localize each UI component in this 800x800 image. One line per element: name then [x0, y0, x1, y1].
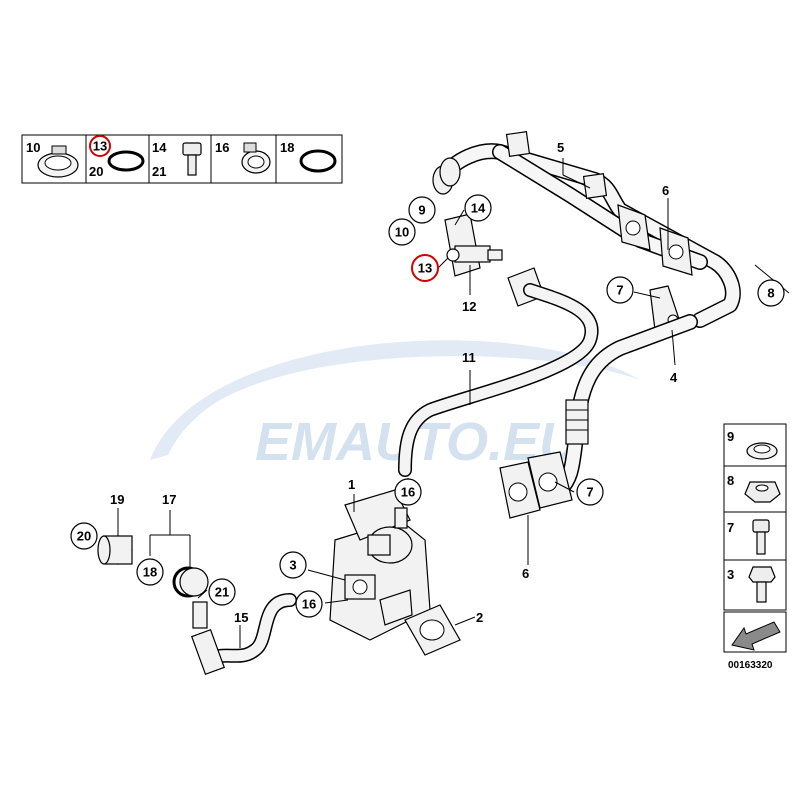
pipe-bracket [505, 131, 531, 157]
callout-6-upper: 6 [662, 183, 669, 198]
gasket-upper [617, 204, 651, 251]
fitting-18-21 [172, 566, 209, 598]
callout-5: 5 [557, 140, 564, 155]
callout-circle-10 [388, 218, 416, 246]
callout-7-lower: 7 [586, 485, 593, 500]
callouts: 5 6 8 7 4 9 14 10 13 12 11 7 6 1 16 3 16… [70, 140, 785, 625]
gasket-upper-2 [659, 227, 693, 276]
callout-circle-16-upper [394, 478, 422, 506]
hose-11 [398, 283, 599, 477]
callout-circle-3 [279, 551, 307, 579]
callout-1: 1 [348, 477, 355, 492]
fitting-19-20 [97, 535, 133, 565]
socket-screw-icon [752, 519, 770, 555]
hose-15 [190, 593, 297, 675]
side-legend-label-3: 3 [727, 567, 734, 582]
callout-circle-21 [208, 578, 236, 606]
clamp-band-icon [37, 145, 79, 178]
side-legend-label-8: 8 [727, 473, 734, 488]
callout-16-lower: 16 [302, 597, 316, 612]
egr-valve [329, 489, 431, 641]
callout-circle-18 [136, 558, 164, 586]
legend-label-14: 14 [152, 140, 167, 155]
callout-17: 17 [162, 492, 176, 507]
leader-lines [117, 158, 790, 648]
egr-pipe-lower [499, 314, 698, 519]
o-ring-icon [107, 150, 145, 172]
callout-circle-8 [757, 279, 785, 307]
hose-clamp-icon [241, 142, 271, 174]
side-legend: 9 8 7 3 [723, 423, 787, 611]
legend-highlight-13 [89, 135, 111, 157]
callout-9: 9 [418, 203, 425, 218]
legend-label-10: 10 [26, 140, 40, 155]
callout-14: 14 [471, 201, 486, 216]
top-legend: 10 13 20 14 21 16 18 [21, 134, 343, 184]
callout-7-upper: 7 [616, 283, 623, 298]
egr-pipe-upper [432, 131, 741, 339]
egr-valve-gasket [404, 604, 461, 656]
lower-flange [527, 451, 573, 509]
bolt-icon [182, 142, 202, 176]
callout-circle-16-lower [295, 590, 323, 618]
callout-4: 4 [670, 370, 678, 385]
callout-circle-9 [408, 196, 436, 224]
side-legend-label-9: 9 [727, 429, 734, 444]
callout-circle-20 [70, 522, 98, 550]
callout-circle-14 [464, 194, 492, 222]
direction-arrow-icon [731, 621, 781, 651]
callout-18: 18 [143, 565, 157, 580]
callout-15: 15 [234, 610, 248, 625]
legend-label-20: 20 [89, 164, 103, 179]
callout-circle-7-upper [606, 276, 634, 304]
callout-6-lower: 6 [522, 566, 529, 581]
nut-icon [744, 481, 781, 503]
callout-11: 11 [462, 350, 476, 365]
callout-10: 10 [395, 225, 409, 240]
side-legend-label-7: 7 [727, 520, 734, 535]
callout-20: 20 [77, 529, 91, 544]
legend-label-16: 16 [215, 140, 229, 155]
callout-13: 13 [418, 261, 432, 276]
pipe-bellows [565, 399, 589, 445]
pressure-fitting [444, 213, 545, 307]
callout-8: 8 [767, 286, 774, 301]
direction-indicator [723, 611, 787, 653]
callout-circle-13 [411, 254, 439, 282]
hex-bolt-icon [748, 566, 776, 603]
legend-label-21: 21 [152, 164, 166, 179]
watermark-swoosh [150, 340, 640, 460]
seal-ring-icon [299, 149, 337, 173]
callout-2: 2 [476, 610, 483, 625]
diagram-code: 00163320 [728, 660, 773, 671]
callout-12: 12 [462, 299, 476, 314]
callout-19: 19 [110, 492, 124, 507]
callout-16-upper: 16 [401, 485, 415, 500]
callout-circle-7-lower [576, 478, 604, 506]
legend-label-18: 18 [280, 140, 294, 155]
lower-flange-gasket [499, 461, 541, 519]
callout-21: 21 [215, 585, 229, 600]
legend-label-13: 13 [93, 139, 107, 154]
callout-3: 3 [289, 558, 296, 573]
